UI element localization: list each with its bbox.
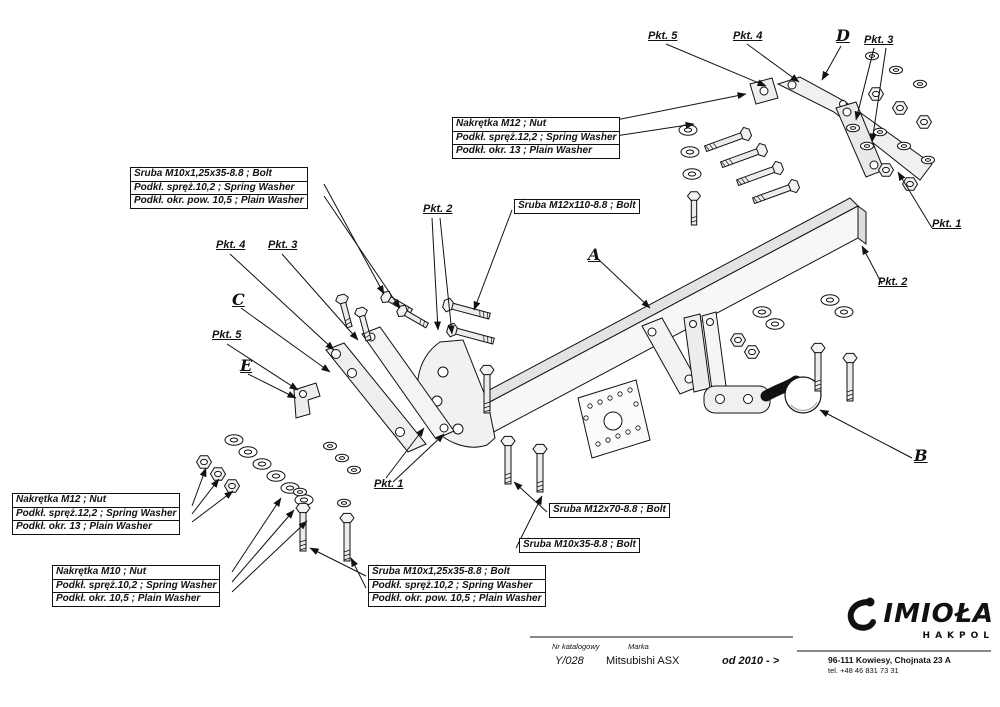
callout-line: Podkł. okr. 13 ; Plain Washer — [456, 145, 592, 156]
callout-line: Podkł. okr. pow. 10,5 ; Plain Washer — [372, 593, 542, 604]
label-pkt5-left: Pkt. 5 — [212, 329, 242, 341]
label-part-e: E — [240, 356, 253, 375]
callout-nut-m12-top: Nakrętka M12 ; Nut Podkł. spręż.12,2 ; S… — [452, 117, 621, 159]
bracket-e — [293, 382, 321, 419]
bracket-c — [325, 326, 455, 453]
callout-bolt-m12x110: Śruba M12x110-8.8 ; Bolt — [514, 199, 640, 214]
footer-year-range: od 2010 - > — [722, 655, 780, 667]
manufacturer-address: 96-111 Kowiesy, Chojnata 23 A — [828, 655, 951, 665]
manufacturer-logo: IMIOŁA HAKPOL — [798, 594, 994, 641]
callout-line: Podkł. spręż.10,2 ; Spring Washer — [369, 580, 545, 593]
callout-line: Podkł. spręż.12,2 ; Spring Washer — [13, 508, 180, 521]
manufacturer-phone: tel. +48 46 831 73 31 — [828, 666, 899, 675]
footer-brand-value: Mitsubishi ASX — [606, 655, 680, 667]
label-pkt3-left: Pkt. 3 — [268, 239, 298, 251]
callout-line: Podkł. spręż.10,2 ; Spring Washer — [131, 182, 307, 195]
tow-ball-part — [703, 375, 822, 414]
label-pkt1-bottom: Pkt. 1 — [374, 478, 404, 490]
leader-lines — [191, 43, 933, 593]
bracket-d — [749, 76, 933, 181]
crossbeam-part — [477, 197, 867, 437]
logo-wordmark: IMIOŁA — [883, 599, 994, 629]
socket-plate — [577, 379, 651, 459]
ball-hanger-plates — [641, 311, 727, 395]
callout-line: Podkł. spręż.10,2 ; Spring Washer — [53, 580, 220, 593]
callout-line: Śruba M12x70-8.8 ; Bolt — [553, 504, 666, 515]
label-part-c: C — [232, 290, 245, 309]
label-pkt4-left: Pkt. 4 — [216, 239, 246, 251]
footer-catalog-number: Y/028 — [555, 655, 584, 667]
callout-line: Podkł. okr. 10,5 ; Plain Washer — [56, 593, 201, 604]
label-pkt3-top: Pkt. 3 — [864, 34, 894, 46]
label-pkt2-right: Pkt. 2 — [878, 276, 908, 288]
label-part-b: B — [914, 446, 928, 465]
callout-line: Nakrętka M10 ; Nut — [53, 566, 220, 580]
label-part-a: A — [588, 245, 601, 264]
callout-line: Podkł. spręż.12,2 ; Spring Washer — [453, 132, 620, 145]
towbar-hook-icon — [848, 597, 877, 631]
callout-line: Śruba M10x1,25x35-8.8 ; Bolt — [369, 566, 545, 580]
callout-line: Śruba M10x1,25x35-8.8 ; Bolt — [131, 168, 307, 182]
callout-line: Podkł. okr. pow. 10,5 ; Plain Washer — [134, 195, 304, 206]
callout-bolt-m10-set-left: Śruba M10x1,25x35-8.8 ; Bolt Podkł. sprę… — [130, 167, 308, 209]
logo-subbrand: HAKPOL — [922, 631, 994, 641]
label-pkt5-top: Pkt. 5 — [648, 30, 678, 42]
callout-nut-m12-bottom: Nakrętka M12 ; Nut Podkł. spręż.12,2 ; S… — [12, 493, 181, 535]
footer-catalog-label: Nr katalogowy — [552, 642, 600, 651]
callout-bolt-m10x35: Śruba M10x35-8.8 ; Bolt — [519, 538, 640, 553]
callout-bolt-m10-set-bottom: Śruba M10x1,25x35-8.8 ; Bolt Podkł. sprę… — [368, 565, 546, 607]
callout-line: Nakrętka M12 ; Nut — [453, 118, 620, 132]
label-pkt1-right: Pkt. 1 — [932, 218, 962, 230]
callout-bolt-m12x70: Śruba M12x70-8.8 ; Bolt — [549, 503, 670, 518]
logo-row: IMIOŁA — [798, 594, 994, 634]
callout-line: Nakrętka M12 ; Nut — [13, 494, 180, 508]
label-part-d: D — [836, 26, 850, 45]
callout-line: Śruba M12x110-8.8 ; Bolt — [518, 200, 636, 211]
left-end-plate — [417, 339, 496, 448]
label-pkt2-mid: Pkt. 2 — [423, 203, 453, 215]
callout-line: Podkł. okr. 13 ; Plain Washer — [16, 521, 152, 532]
label-pkt4-top: Pkt. 4 — [733, 30, 763, 42]
footer-rules — [530, 636, 991, 652]
footer-brand-label: Marka — [628, 642, 649, 651]
callout-nut-m10: Nakrętka M10 ; Nut Podkł. spręż.10,2 ; S… — [52, 565, 221, 607]
callout-line: Śruba M10x35-8.8 ; Bolt — [523, 539, 636, 550]
